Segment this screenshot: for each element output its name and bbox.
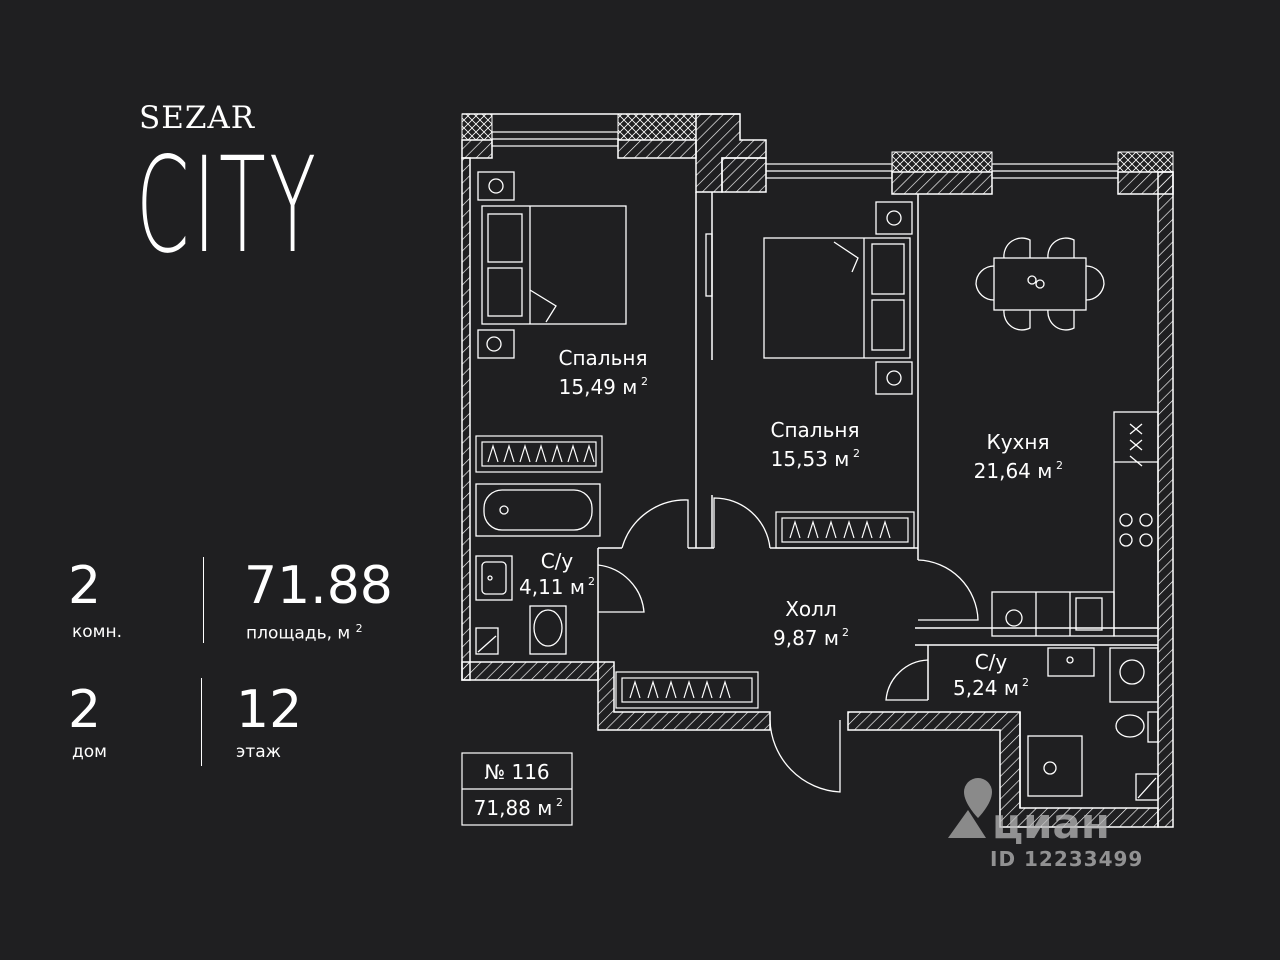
bathroom-1-fixtures xyxy=(475,555,567,655)
kitchen-counter xyxy=(991,411,1159,637)
divider xyxy=(203,557,204,643)
area-sup: 2 xyxy=(588,575,595,588)
area-sup: 2 xyxy=(853,447,860,460)
mirror xyxy=(705,233,713,297)
room-name: С/у xyxy=(975,650,1008,674)
bathroom-2-fixtures xyxy=(1027,647,1159,801)
dining-table xyxy=(975,237,1105,331)
room-name: Холл xyxy=(785,597,837,621)
rooms-label: комн. xyxy=(72,622,123,642)
apartment-badge: № 116 71,88 м 2 xyxy=(461,752,573,826)
area-sup: 2 xyxy=(556,796,563,809)
windows xyxy=(491,131,1119,179)
floor-value: 12 xyxy=(236,680,303,740)
brand-sezar: SEZAR xyxy=(139,100,256,136)
room-area: 21,64 м xyxy=(974,459,1053,483)
floor-label: этаж xyxy=(236,742,281,762)
wardrobe-1 xyxy=(475,435,603,473)
doors xyxy=(597,497,979,793)
area-sup: 2 xyxy=(641,375,648,388)
location-pin-icon xyxy=(964,778,992,818)
room-labels: Спальня 15,49 м Спальня 15,53 м Кухня 21… xyxy=(519,346,1052,700)
apartment-area: 71,88 м xyxy=(474,796,553,820)
area-label-text: площадь, м xyxy=(246,623,351,644)
bathtub xyxy=(475,483,601,537)
area-sup: 2 xyxy=(842,626,849,639)
rooms-value: 2 xyxy=(68,556,102,616)
area-superscripts: 2 2 2 2 2 2 xyxy=(588,375,1063,689)
apartment-number: № 116 xyxy=(484,760,549,784)
room-name: Кухня xyxy=(987,430,1050,454)
area-sup: 2 xyxy=(1056,459,1063,472)
room-name: Спальня xyxy=(559,346,648,370)
room-name: С/у xyxy=(541,549,574,573)
watermark-brand: циан xyxy=(992,799,1110,848)
room-name: Спальня xyxy=(771,418,860,442)
cian-logo-icon xyxy=(948,810,986,838)
exterior-walls xyxy=(461,113,1174,828)
room-area: 5,24 м xyxy=(953,676,1019,700)
divider xyxy=(201,678,202,766)
area-value: 71.88 xyxy=(244,556,393,616)
cian-watermark: циан ID 12233499 xyxy=(948,778,1143,871)
room-area: 15,53 м xyxy=(771,447,850,471)
bed-bedroom-2 xyxy=(763,201,913,395)
area-sup: 2 xyxy=(1022,676,1029,689)
watermark-id: ID 12233499 xyxy=(990,847,1143,871)
area-label: площадь, м 2 xyxy=(246,622,363,644)
bed-bedroom-1 xyxy=(477,171,627,359)
wardrobe-hall xyxy=(615,671,759,709)
house-value: 2 xyxy=(68,680,102,740)
room-area: 9,87 м xyxy=(773,626,839,650)
area-label-sup: 2 xyxy=(355,622,363,635)
room-area: 15,49 м xyxy=(559,375,638,399)
house-label: дом xyxy=(72,742,107,762)
room-area: 4,11 м xyxy=(519,575,585,599)
wardrobe-2 xyxy=(775,511,915,549)
window-frames xyxy=(461,113,1174,173)
brand-city: CITY xyxy=(136,129,320,283)
